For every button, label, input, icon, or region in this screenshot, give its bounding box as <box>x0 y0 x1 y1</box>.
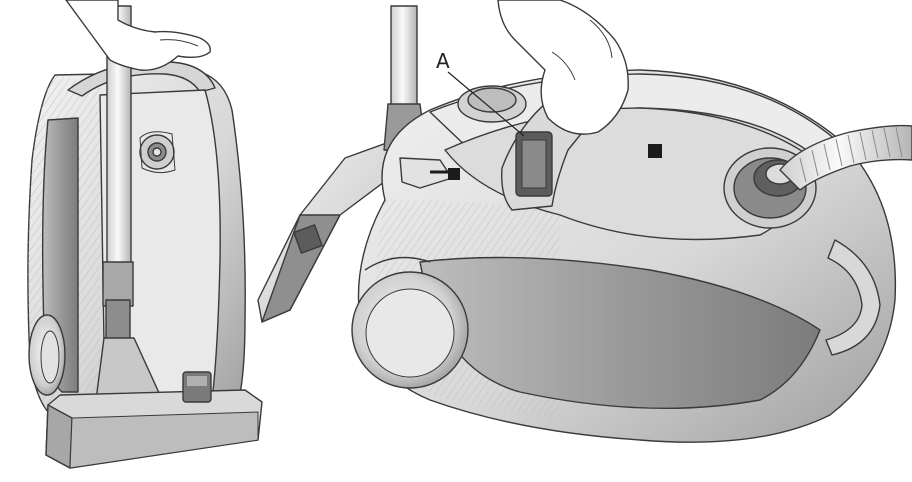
right-extension-tube <box>390 5 418 107</box>
callout-a-leader <box>447 71 525 137</box>
callout-a-label: A <box>436 49 450 73</box>
right-hand <box>497 0 629 135</box>
upright-storage-view <box>27 0 263 469</box>
carry-handle-view <box>257 0 912 443</box>
power-indicator <box>648 144 662 158</box>
callout-a: A <box>436 49 525 137</box>
suction-hose <box>779 124 912 191</box>
nozzle-brush-slot <box>293 224 323 254</box>
left-hand <box>65 0 211 71</box>
side-handle <box>825 239 881 356</box>
power-plug <box>399 157 453 189</box>
right-side-panel <box>419 256 821 410</box>
